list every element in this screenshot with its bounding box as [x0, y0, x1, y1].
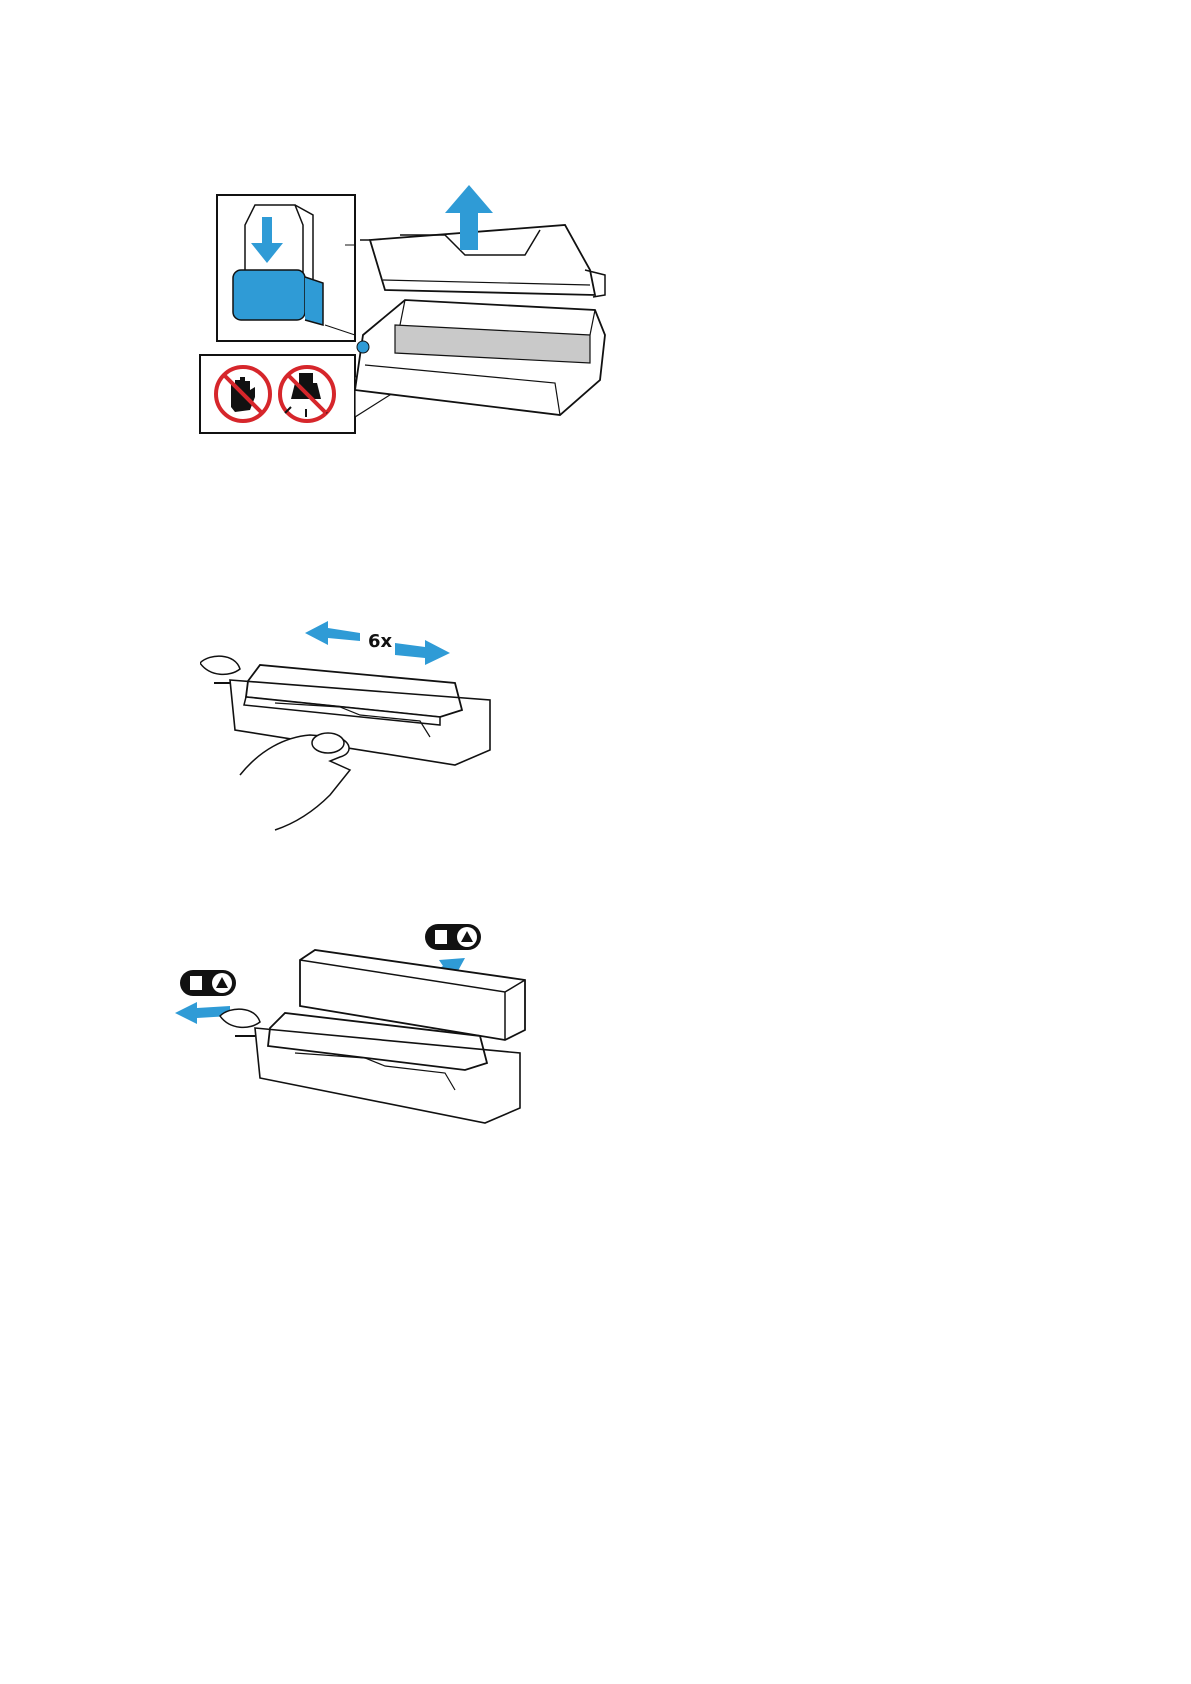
- figure-remove-imaging-unit: [195, 185, 655, 475]
- shake-count-label: 6x: [368, 631, 393, 652]
- no-touch-icon: [216, 367, 270, 421]
- figure-unpack-toner: [175, 918, 580, 1178]
- inset-latch-detail: [217, 195, 355, 341]
- drum-unit: [355, 300, 605, 415]
- trash-recycle-icon-left: [180, 970, 236, 996]
- hand-icon: [240, 733, 350, 830]
- no-light-icon: [280, 367, 334, 421]
- blue-latch: [233, 270, 305, 320]
- arrow-left-icon: [305, 621, 360, 645]
- arrow-right-icon: [395, 640, 450, 665]
- figure-shake-toner: 6x: [200, 615, 540, 795]
- trash-recycle-icon-right: [425, 924, 481, 950]
- imaging-unit-top: [360, 225, 605, 297]
- arrow-left-icon: [175, 1002, 230, 1024]
